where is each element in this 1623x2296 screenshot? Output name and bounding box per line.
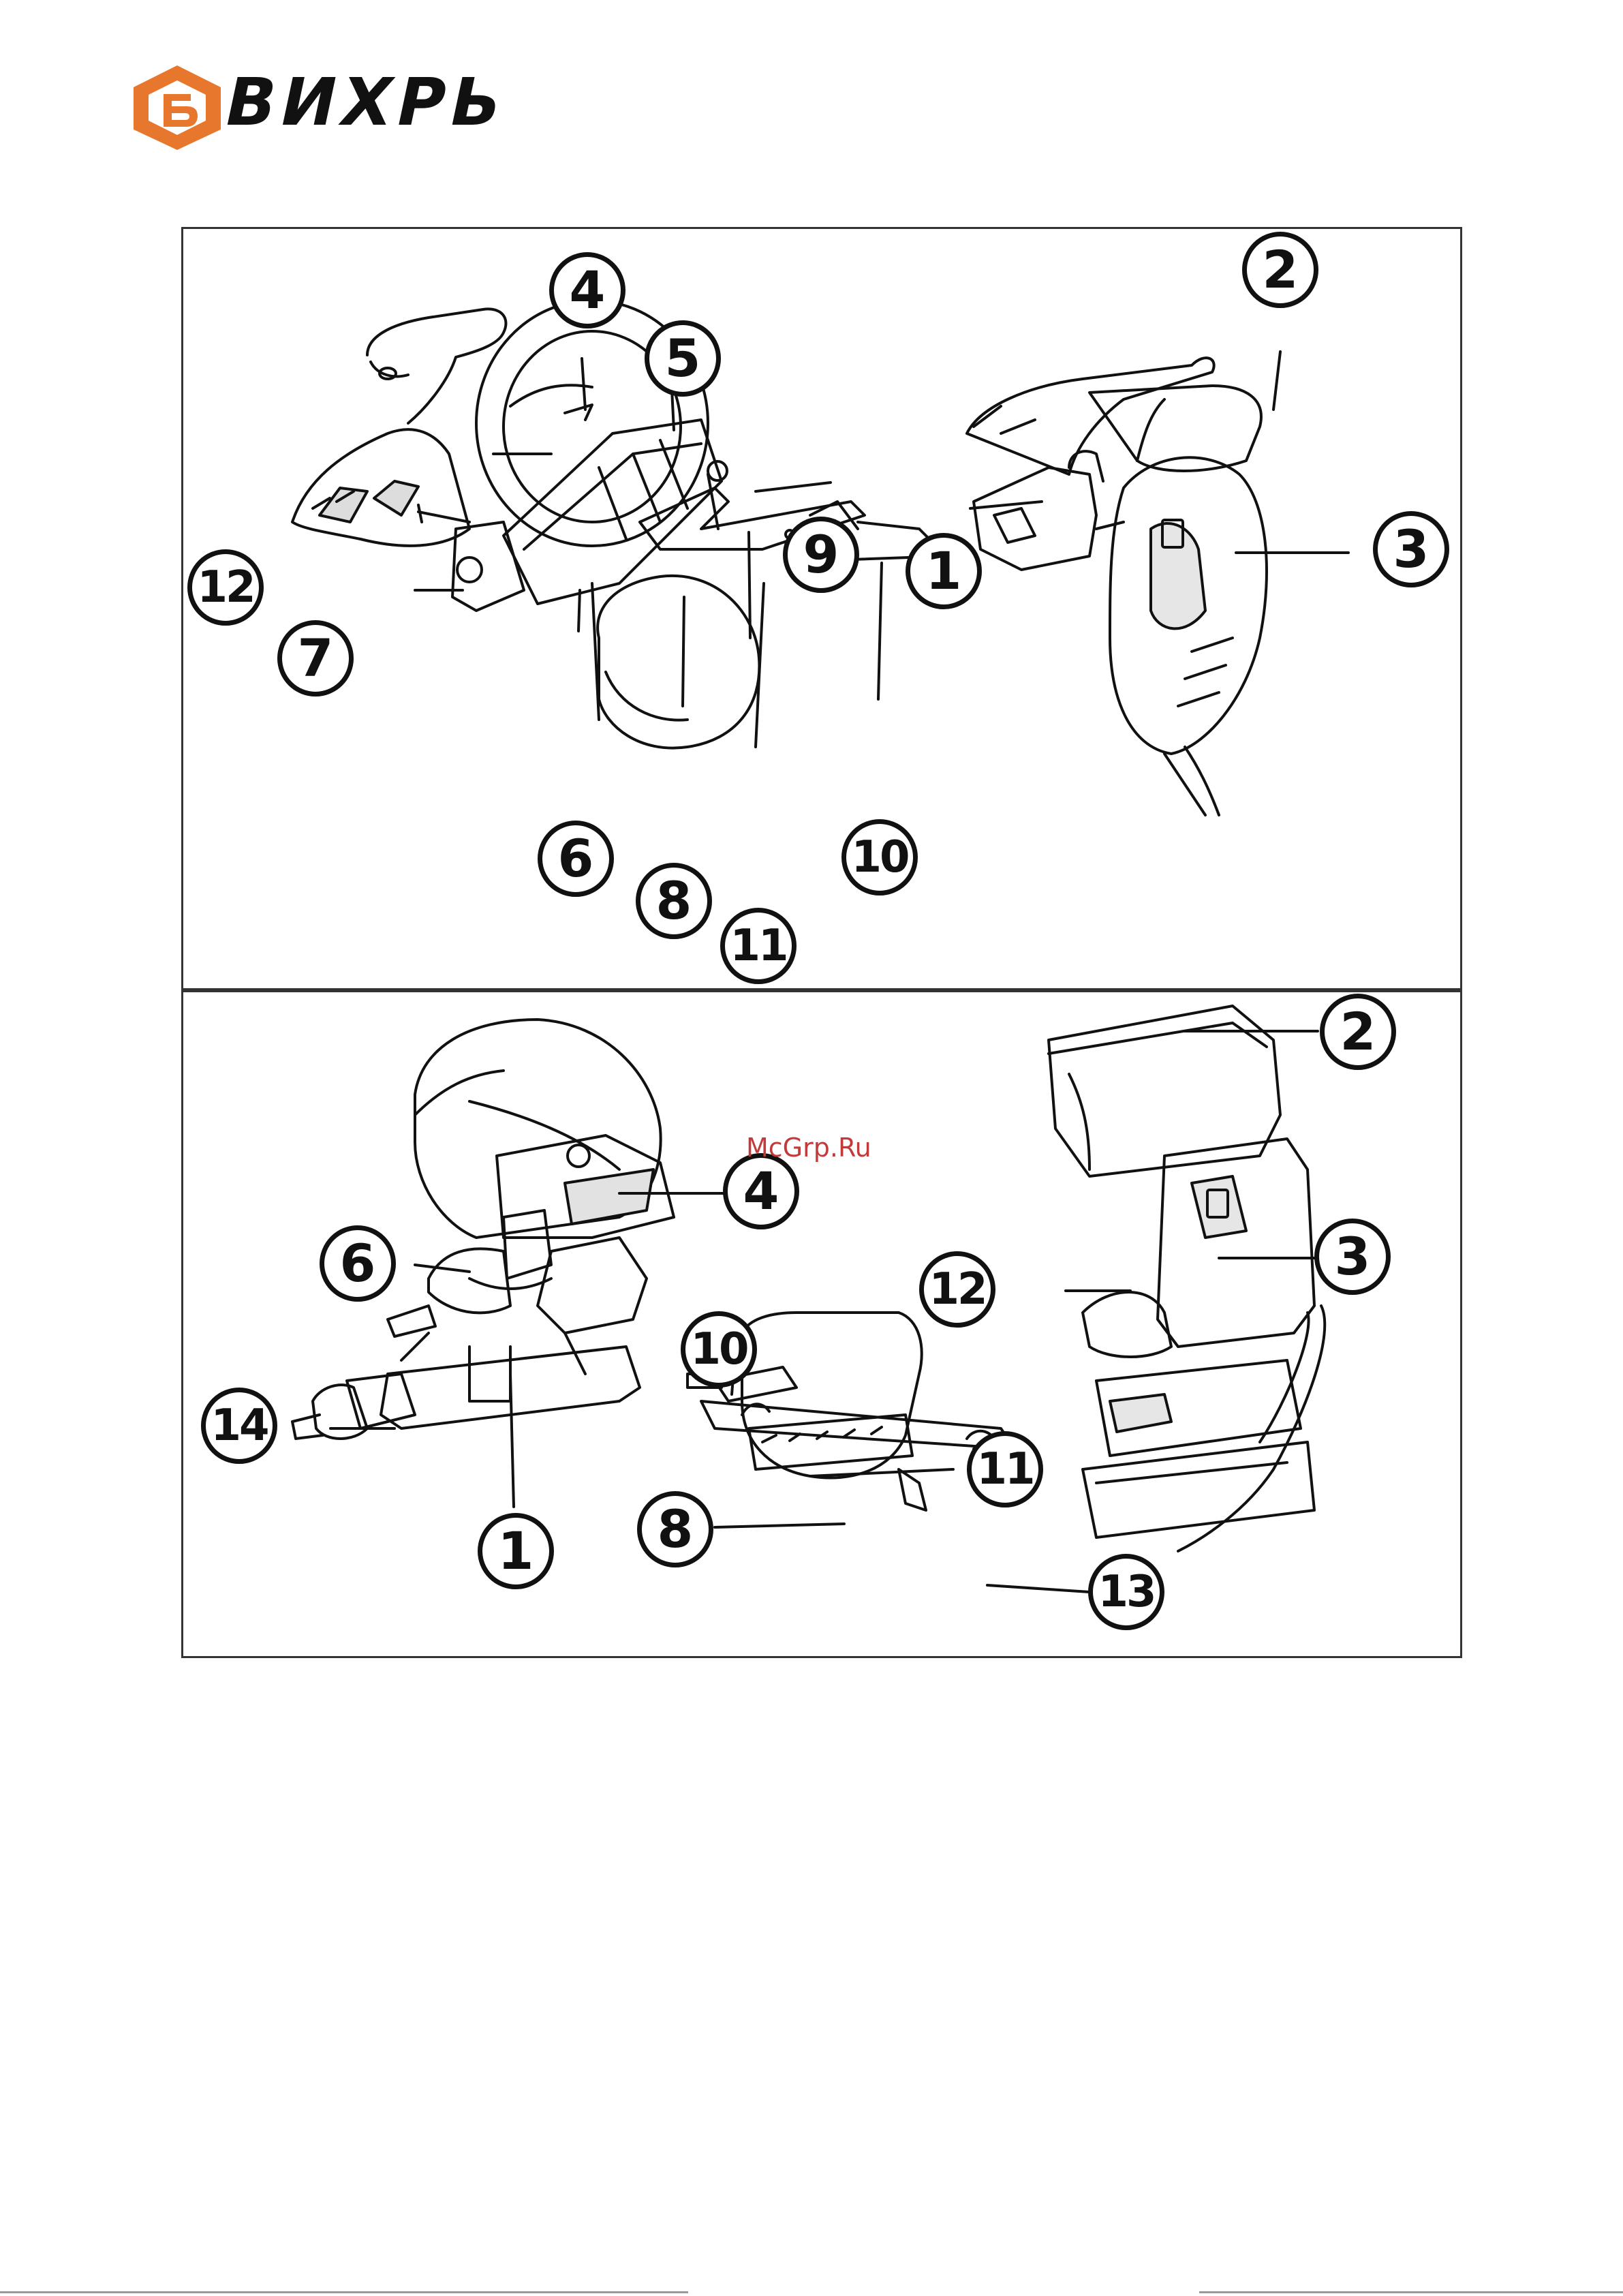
callout-11: 11 — [967, 1431, 1043, 1507]
figure-panel-top: 4 5 2 9 1 3 12 7 6 10 8 11 — [181, 227, 1462, 990]
sharpener-drawing-top — [183, 229, 1462, 990]
callout-5: 5 — [645, 320, 721, 397]
callout-8: 8 — [637, 1491, 713, 1567]
callout-3: 3 — [1314, 1219, 1391, 1295]
watermark-text: McGrp.Ru — [746, 1133, 871, 1163]
callout-10: 10 — [681, 1311, 757, 1388]
hexagon-b-logo-icon — [129, 63, 225, 151]
callout-4: 4 — [723, 1153, 799, 1229]
callout-2: 2 — [1320, 994, 1396, 1070]
callout-6: 6 — [320, 1225, 396, 1302]
footer-rule-right — [1199, 2291, 1623, 2293]
callout-7: 7 — [277, 620, 354, 697]
callout-13: 13 — [1088, 1554, 1164, 1630]
callout-3: 3 — [1373, 511, 1449, 587]
callout-2: 2 — [1242, 232, 1318, 308]
callout-6: 6 — [538, 821, 614, 897]
callout-1: 1 — [906, 533, 982, 609]
figure-panel-bottom: 2 4 3 6 12 10 14 11 8 1 13 — [181, 990, 1462, 1658]
callout-1: 1 — [478, 1513, 554, 1589]
callout-14: 14 — [201, 1388, 277, 1464]
brand-name: ВИХРЬ — [219, 70, 513, 135]
footer-rule-left — [0, 2291, 688, 2293]
callout-9: 9 — [783, 517, 859, 593]
callout-12: 12 — [919, 1251, 995, 1328]
callout-4: 4 — [549, 252, 625, 328]
sharpener-drawing-bottom — [183, 992, 1462, 1658]
callout-10: 10 — [841, 819, 918, 896]
callout-8: 8 — [636, 863, 712, 939]
callout-11: 11 — [720, 908, 797, 984]
callout-12: 12 — [187, 549, 264, 626]
